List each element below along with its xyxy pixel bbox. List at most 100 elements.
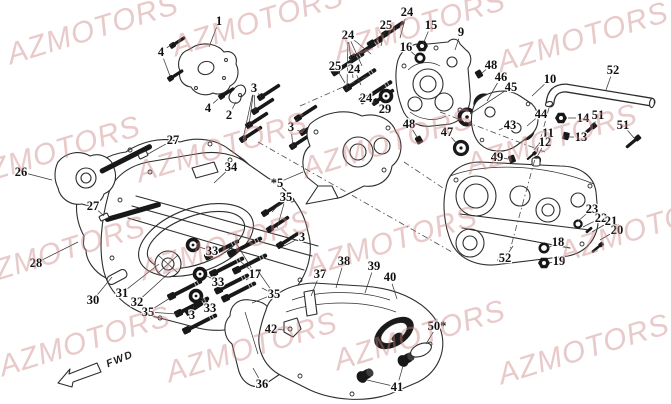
leader-line — [410, 51, 418, 58]
leader-line — [276, 203, 285, 229]
drain-plug-part — [474, 69, 484, 79]
part-callout-label: 50* — [428, 319, 447, 333]
part-callout-label: 35 — [268, 287, 281, 301]
leader-line — [498, 127, 504, 131]
bearing-bracket-part — [302, 111, 402, 205]
part-callout-label: 52 — [607, 63, 620, 77]
leader-line — [252, 367, 259, 379]
part-callout-label: 20 — [611, 223, 624, 237]
belt-cover-part — [258, 282, 444, 400]
part-callout-label: 14 — [577, 111, 590, 125]
part-callout-label: 4 — [205, 101, 212, 115]
part-callout-label: 25 — [329, 59, 342, 73]
leader-line — [212, 98, 219, 104]
leader-line — [97, 276, 113, 295]
part-callout-label: 3 — [189, 308, 195, 322]
leader-line — [399, 18, 406, 39]
part-callout-label: 36 — [256, 377, 269, 391]
leader-line — [206, 275, 213, 279]
part-callout-label: 41 — [391, 380, 404, 394]
leader-line — [350, 41, 363, 67]
leader-line — [469, 90, 506, 115]
leader-line — [310, 280, 318, 297]
part-callout-label: 33 — [206, 244, 219, 258]
washer-part — [414, 52, 426, 64]
leader-line — [283, 171, 304, 181]
screw-part — [624, 133, 642, 150]
oil-plug-part — [507, 154, 517, 164]
part-callout-label: 27 — [87, 199, 100, 213]
drain-plug-part — [414, 135, 424, 145]
fwd-marker: FWD — [57, 348, 135, 388]
leader-line — [27, 173, 53, 181]
leader-line — [526, 118, 536, 127]
part-callout-label: 2 — [226, 108, 232, 122]
leader-line — [531, 83, 546, 97]
leader-line — [348, 41, 354, 79]
leader-line — [200, 296, 206, 303]
leader-line — [338, 71, 346, 84]
part-callout-label: 24 — [342, 28, 355, 42]
part-callout-label: 31 — [116, 286, 129, 300]
leader-line — [593, 121, 596, 126]
leader-line — [153, 297, 171, 309]
leader-line — [231, 101, 237, 109]
leader-line — [257, 270, 271, 289]
part-callout-label: *5 — [271, 176, 284, 190]
part-callout-label: 10 — [544, 72, 557, 86]
breather-tube-part — [544, 83, 656, 109]
leader-line — [251, 296, 268, 304]
hex-nut-part — [555, 112, 567, 124]
part-callout-label: 18 — [552, 235, 565, 249]
fwd-label: FWD — [104, 348, 135, 370]
part-callout-label: 51 — [592, 108, 605, 122]
leader-line — [213, 171, 227, 184]
part-callout-label: 9 — [458, 25, 464, 39]
part-callout-label: 42 — [265, 322, 278, 336]
leader-line — [235, 242, 252, 269]
part-callout-label: 39 — [368, 259, 381, 273]
part-callout-label: 4 — [158, 45, 165, 59]
part-callout-label: 37 — [314, 267, 327, 281]
leader-line — [398, 365, 404, 381]
leader-line — [147, 143, 168, 155]
part-callout-label: 33 — [212, 275, 225, 289]
leader-line — [245, 277, 250, 281]
part-callout-label: 34 — [225, 160, 238, 174]
leader-line — [258, 93, 262, 98]
part-callout-label: 33 — [204, 301, 217, 315]
part-callout-label: 23 — [586, 202, 599, 216]
part-callout-label: 44 — [535, 107, 548, 121]
leader-line — [548, 262, 553, 264]
part-callout-label: 49 — [491, 150, 504, 164]
leader-line — [627, 130, 635, 139]
oil-plug-part — [561, 131, 571, 141]
part-callout-label: 13 — [575, 130, 588, 144]
leader-line — [503, 157, 509, 160]
part-callout-label: 32 — [131, 295, 144, 309]
part-callout-label: 47 — [441, 125, 454, 139]
part-callout-label: 19 — [553, 254, 566, 268]
leader-line — [451, 137, 458, 145]
assembly-axis-lines — [257, 75, 550, 253]
leader-line — [599, 233, 612, 241]
leader-line — [591, 224, 606, 233]
part-callout-label: 40 — [384, 270, 397, 284]
leader-line — [253, 94, 256, 112]
leader-line — [486, 82, 498, 102]
pin-part — [585, 226, 593, 234]
leader-line — [533, 138, 544, 151]
part-callout-label: 17 — [249, 267, 262, 281]
part-callout-label: 1 — [216, 14, 222, 28]
leader-line — [346, 41, 349, 91]
leader-line — [335, 267, 343, 289]
part-callout-label: 46 — [495, 70, 508, 84]
part-callout-label: 35 — [280, 190, 293, 204]
leader-line — [356, 75, 362, 86]
leader-line — [239, 260, 250, 270]
part-callout-label: 21 — [605, 214, 618, 228]
leader-line — [97, 210, 105, 217]
